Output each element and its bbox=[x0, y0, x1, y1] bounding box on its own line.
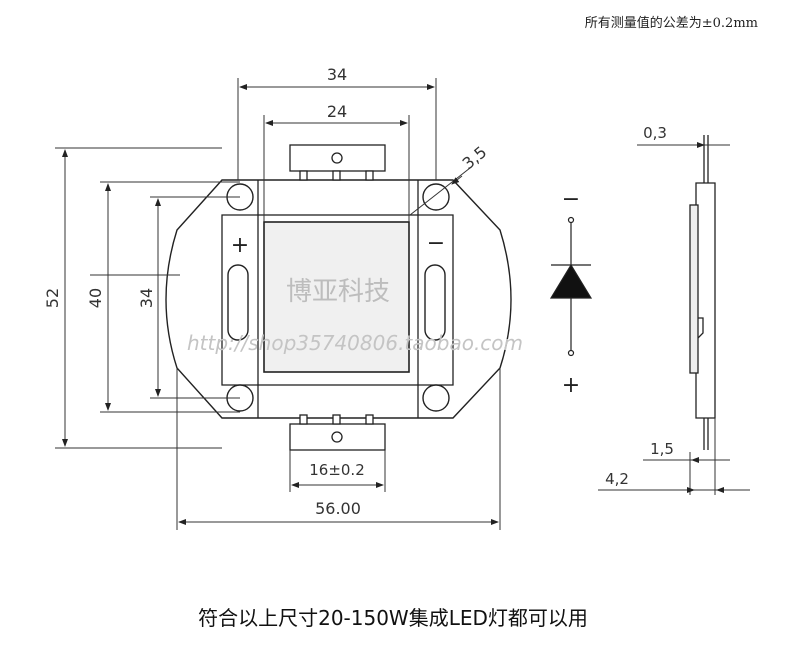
diode-minus-sign: − bbox=[562, 187, 580, 212]
dim-thickness-42: 4,2 bbox=[605, 470, 629, 488]
dim-thickness-top: 0,3 bbox=[643, 124, 667, 142]
watermark-url: http://shop35740806.taobao.com bbox=[187, 331, 523, 355]
watermark-cn: 博亚科技 bbox=[286, 277, 390, 307]
dim-height-total: 52 bbox=[43, 288, 62, 308]
top-pad bbox=[289, 144, 386, 181]
diode-plus-sign: + bbox=[562, 373, 580, 398]
dim-height-40: 40 bbox=[86, 288, 105, 308]
board-plus-sign: + bbox=[231, 233, 249, 258]
caption: 符合以上尺寸20-150W集成LED灯都可以用 bbox=[198, 606, 588, 630]
dim-top-inner: 24 bbox=[327, 102, 347, 121]
dim-pad: 16±0.2 bbox=[309, 461, 365, 479]
dim-top-outer: 34 bbox=[327, 65, 347, 84]
side-view bbox=[689, 135, 716, 450]
board-minus-sign: − bbox=[427, 231, 445, 256]
slots bbox=[227, 264, 446, 341]
diode-symbol bbox=[549, 216, 593, 357]
dim-hole: 3,5 bbox=[459, 142, 491, 173]
bottom-pad bbox=[289, 414, 386, 451]
dim-height-34: 34 bbox=[137, 288, 156, 308]
dim-thickness-15: 1,5 bbox=[650, 440, 674, 458]
dim-width-total: 56.00 bbox=[315, 499, 361, 518]
tolerance-note: 所有测量值的公差为±0.2mm bbox=[584, 16, 758, 31]
led-chip bbox=[263, 221, 410, 373]
